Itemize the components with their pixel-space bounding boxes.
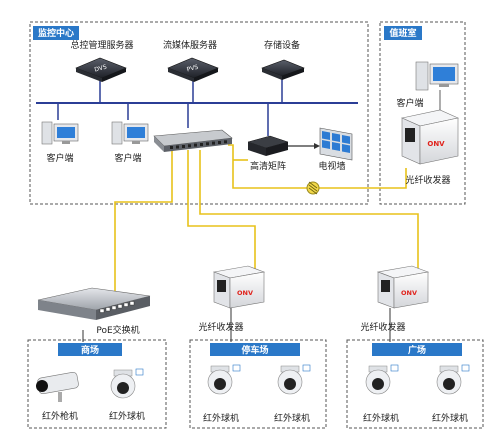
transceiver-parking-label: 光纤收发器 — [198, 321, 243, 333]
dvs-label: DVS — [94, 64, 108, 74]
control-server-label: 总控管理服务器 — [70, 39, 133, 51]
parking-region: 停车场 — [189, 339, 327, 429]
storage-label: 存储设备 — [264, 39, 300, 51]
plaza-region: 广场 — [346, 339, 484, 429]
ir-dome-parking-1-label: 红外球机 — [203, 412, 239, 424]
tv-wall-label: 电视墙 — [318, 160, 345, 172]
streaming-server: PVS 流媒体服务器 — [163, 39, 219, 82]
fiber-links — [114, 144, 419, 297]
parking-label: 停车场 — [241, 344, 268, 356]
pc-tower-icon — [111, 121, 123, 145]
fiber-coil-stripes — [308, 181, 318, 195]
control-server: DVS 总控管理服务器 — [70, 39, 134, 82]
pvs-label: PVS — [186, 64, 199, 74]
transceiver-parking: ONV 光纤收发器 — [198, 265, 266, 333]
client-3: 客户端 — [396, 61, 459, 109]
poe-switch-label: PoE交换机 — [96, 324, 139, 336]
ir-dome-camera-plaza-2: 红外球机 — [432, 364, 470, 424]
lens-icon — [36, 380, 48, 392]
zone-links — [82, 308, 391, 342]
pc-tower-icon — [41, 121, 53, 145]
client-3-label: 客户端 — [396, 97, 423, 109]
mall-header — [58, 343, 122, 356]
pc-tower-icon — [415, 61, 429, 91]
ir-dome-plaza-1-label: 红外球机 — [363, 412, 399, 424]
brand-logo: ONV — [237, 289, 253, 297]
core-switch — [153, 129, 233, 152]
ir-dome-camera-parking-1: 红外球机 — [203, 364, 241, 424]
hd-matrix-label: 高清矩阵 — [250, 160, 286, 172]
streaming-server-label: 流媒体服务器 — [163, 39, 217, 51]
ir-dome-parking-2-label: 红外球机 — [274, 412, 310, 424]
mall-region: 商场 — [27, 339, 167, 429]
client-2-label: 客户端 — [114, 152, 141, 164]
transceiver-duty-label: 光纤收发器 — [405, 174, 450, 186]
transceiver-duty: ONV 光纤收发器 — [401, 109, 459, 186]
tv-wall: 电视墙 — [318, 127, 353, 172]
network-bus — [36, 77, 358, 136]
ir-dome-camera-plaza-1: 红外球机 — [363, 364, 399, 424]
lens-icon — [214, 378, 226, 390]
lens-icon — [284, 378, 296, 390]
plaza-header — [372, 343, 462, 356]
hd-matrix: 高清矩阵 — [247, 135, 289, 172]
transceiver-plaza-label: 光纤收发器 — [360, 321, 405, 333]
client-2: 客户端 — [111, 121, 149, 164]
mall-label: 商场 — [81, 344, 99, 356]
ir-dome-camera-mall: 红外球机 — [109, 368, 145, 422]
lens-icon — [443, 378, 455, 390]
brand-logo: ONV — [401, 289, 417, 297]
client-1: 客户端 — [41, 121, 79, 164]
duty-room-header — [384, 26, 422, 40]
transceiver-plaza: ONV 光纤收发器 — [360, 265, 430, 333]
ir-bullet-camera: 红外枪机 — [36, 371, 79, 422]
lens-icon — [117, 382, 129, 394]
storage-device: 存储设备 — [261, 39, 305, 80]
ir-dome-plaza-2-label: 红外球机 — [432, 412, 468, 424]
ir-bullet-label: 红外枪机 — [42, 410, 78, 422]
ir-dome-mall-label: 红外球机 — [109, 410, 145, 422]
lens-icon — [372, 378, 384, 390]
monitor-center-region: 监控中心 — [29, 21, 369, 205]
plaza-label: 广场 — [408, 344, 426, 356]
ir-dome-camera-parking-2: 红外球机 — [274, 364, 311, 424]
duty-room-label: 值班室 — [389, 27, 416, 39]
monitor-center-header — [33, 26, 79, 40]
duty-room-region: 值班室 — [379, 21, 466, 205]
monitor-center-label: 监控中心 — [38, 27, 74, 39]
poe-switch: PoE交换机 — [37, 287, 151, 336]
brand-logo: ONV — [427, 140, 445, 148]
parking-header — [210, 343, 300, 356]
client-1-label: 客户端 — [46, 152, 73, 164]
